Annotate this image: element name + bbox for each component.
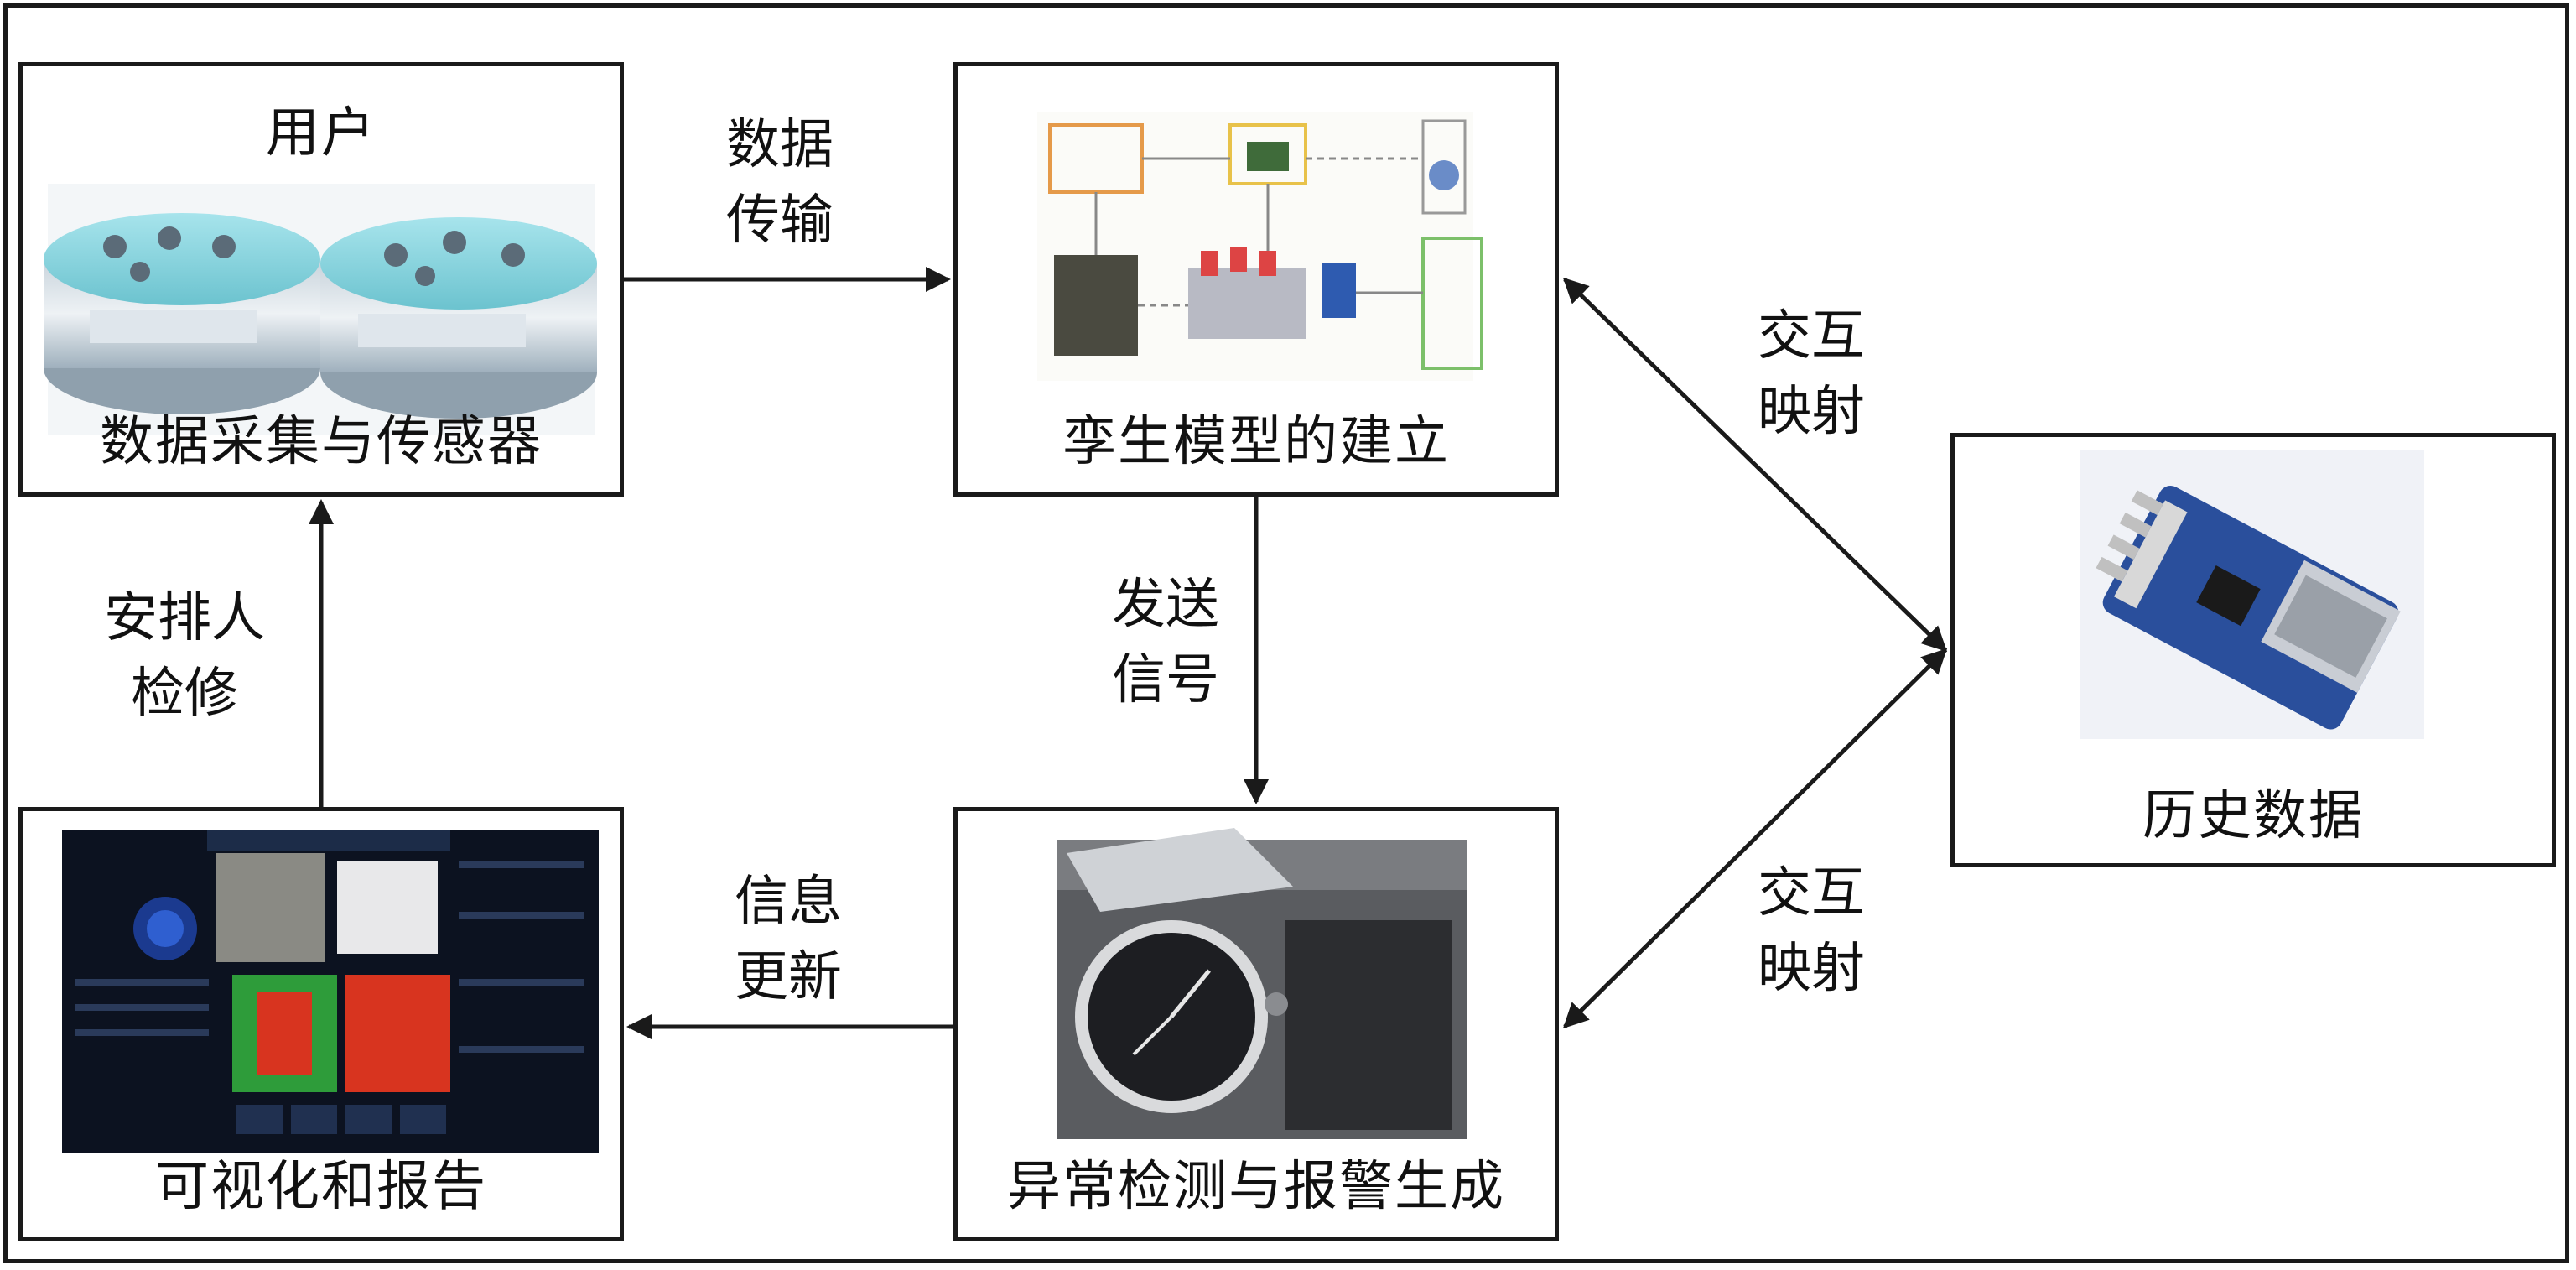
node-alarm: 异常检测与报警生成	[953, 807, 1559, 1241]
label-data-transfer-line2: 传输	[726, 190, 834, 252]
label-info-update-line1: 信息	[735, 871, 842, 933]
label-interact-map-bottom-line1: 交互	[1758, 862, 1865, 924]
node-twin: 孪生模型的建立	[953, 62, 1559, 497]
node-history-label: 历史数据	[2142, 785, 2364, 847]
label-info-update: 信息 更新	[713, 864, 864, 1015]
label-send-signal-line2: 信号	[1112, 649, 1219, 711]
sensor-image	[44, 184, 597, 435]
label-interact-map-bottom: 交互 映射	[1736, 856, 1887, 1007]
node-visual-label: 可视化和报告	[155, 1156, 487, 1218]
label-data-transfer-line1: 数据	[726, 114, 834, 176]
dashboard-image	[62, 830, 599, 1153]
edge-interact-map-bottom	[1562, 648, 1948, 1029]
label-send-signal-line1: 发送	[1112, 574, 1219, 636]
label-arrange-repair-line1: 安排人	[104, 587, 265, 649]
diagram-frame	[3, 3, 2569, 1263]
label-interact-map-bottom-line2: 映射	[1758, 938, 1865, 1000]
history-data-image	[2080, 450, 2424, 739]
edge-interact-map-top	[1562, 277, 1948, 653]
label-send-signal: 发送 信号	[1090, 567, 1241, 718]
alarm-gauge-image	[1057, 828, 1467, 1139]
node-sensor-top-label: 用户	[266, 102, 377, 164]
node-alarm-label: 异常检测与报警生成	[1007, 1156, 1505, 1218]
label-interact-map-top-line2: 映射	[1758, 381, 1865, 443]
twin-model-image	[1037, 112, 1483, 381]
node-sensor-label: 数据采集与传感器	[100, 411, 543, 473]
label-data-transfer: 数据 传输	[704, 107, 855, 258]
node-history: 历史数据	[1950, 433, 2556, 867]
label-info-update-line2: 更新	[735, 946, 842, 1008]
label-interact-map-top-line1: 交互	[1758, 305, 1865, 367]
label-arrange-repair-line2: 检修	[131, 663, 238, 725]
label-interact-map-top: 交互 映射	[1736, 299, 1887, 450]
node-twin-label: 孪生模型的建立	[1062, 411, 1450, 473]
label-arrange-repair: 安排人 检修	[75, 580, 293, 731]
node-visual: 可视化和报告	[18, 807, 624, 1241]
node-sensor: 用户 数据采集与传感器	[18, 62, 624, 497]
